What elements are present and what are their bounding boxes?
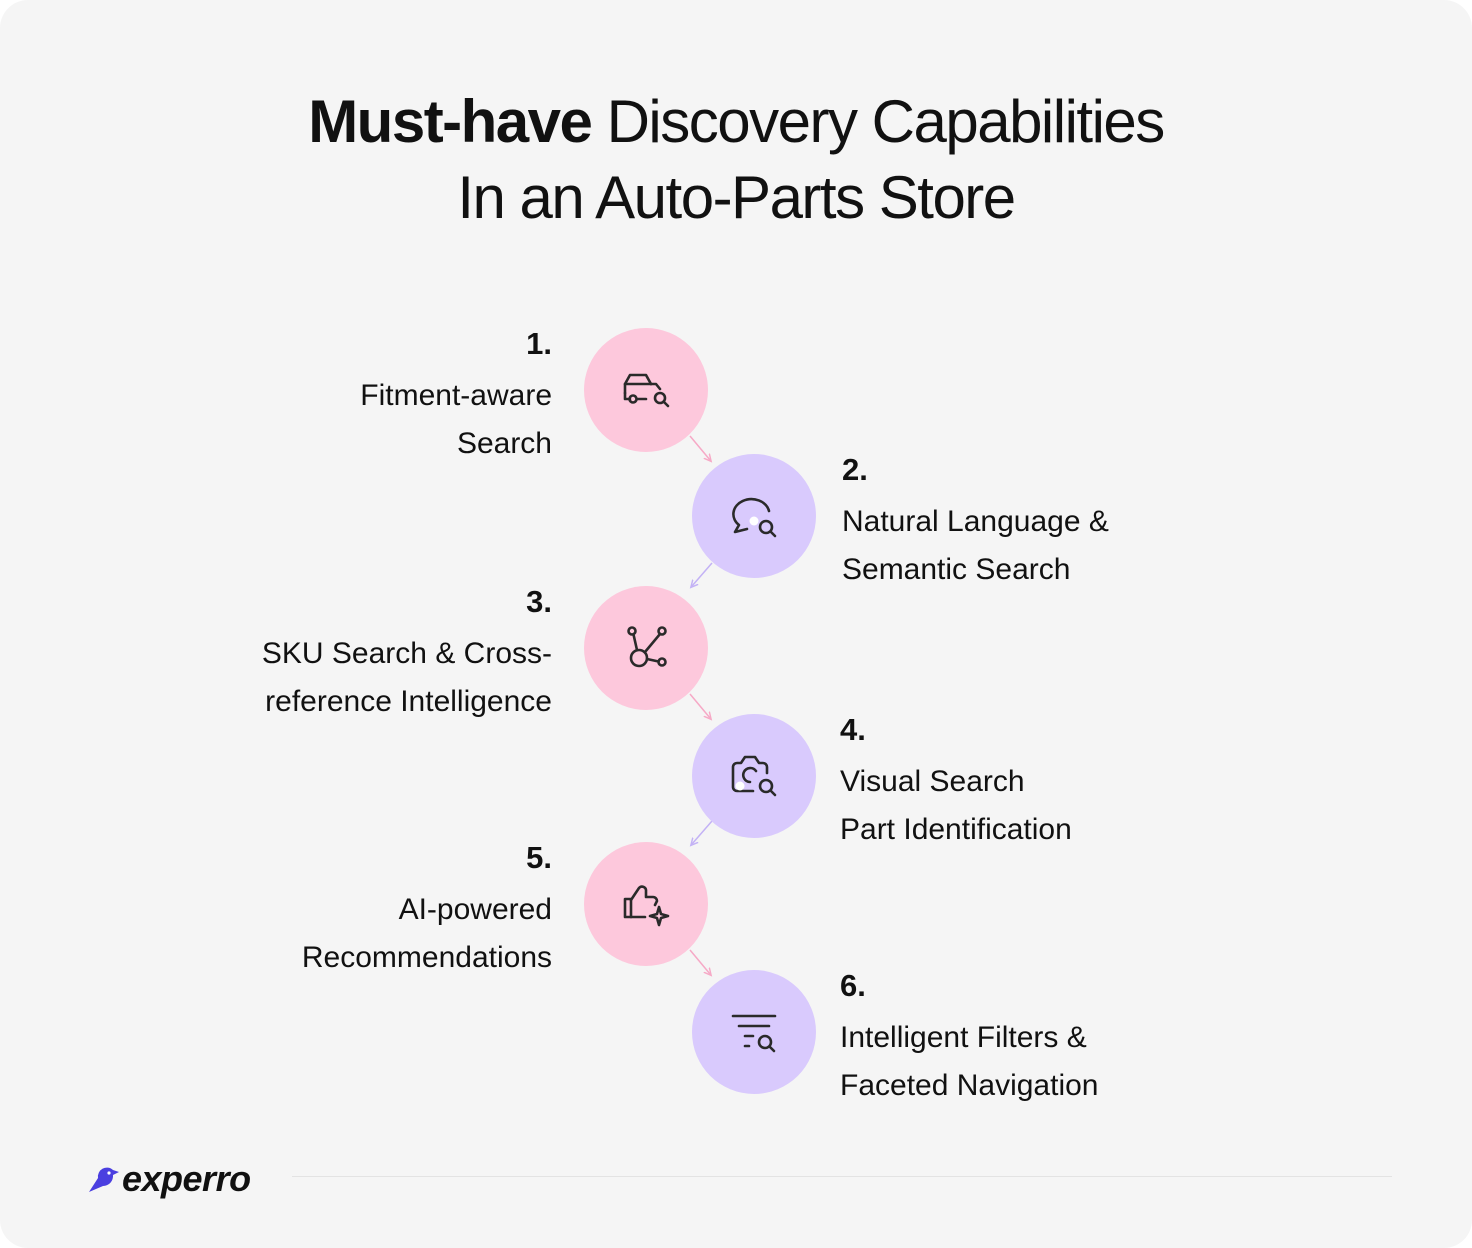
step-label: Intelligent Filters &Faceted Navigation [840,1021,1099,1102]
filter-search-icon [731,1014,777,1053]
title-line-1: Must-have Discovery Capabilities [0,84,1472,160]
brand-logo: experro [86,1154,276,1204]
step-number: 4. [840,712,866,747]
arrow-1-to-2 [689,435,710,460]
step-4-circle [692,714,816,838]
step-number: 3. [526,584,552,619]
step-3: 3. SKU Search & Cross-reference Intellig… [112,584,552,726]
thumbs-up-sparkle-icon [623,885,670,927]
footer-divider [292,1176,1392,1177]
car-search-icon [623,373,670,408]
step-5-circle [584,842,708,966]
step-number: 2. [842,452,868,487]
camera-search-icon [731,755,777,797]
title-bold-part: Must-have [308,88,593,155]
page-title: Must-have Discovery Capabilities In an A… [0,84,1472,236]
step-number: 1. [526,326,552,361]
title-regular-part: Discovery Capabilities [591,88,1166,155]
step-6-circle [692,970,816,1094]
step-3-circle [584,586,708,710]
step-1-circle [584,328,708,452]
arrow-4-to-5 [692,820,713,844]
brand-name: experro [122,1158,251,1199]
network-nodes-icon [627,626,667,668]
title-line-2: In an Auto-Parts Store [457,164,1016,231]
arrow-2-to-3 [692,562,713,586]
bird-icon [89,1167,119,1192]
step-6: 6. Intelligent Filters &Faceted Navigati… [840,968,1280,1110]
step-number: 5. [526,840,552,875]
arrow-5-to-6 [689,949,710,974]
step-2-circle [692,454,816,578]
arrow-3-to-4 [689,693,710,718]
chat-search-icon [732,497,777,538]
step-label: Natural Language &Semantic Search [842,505,1109,586]
step-2: 2. Natural Language &Semantic Search [842,452,1282,594]
step-label: SKU Search & Cross-reference Intelligenc… [261,637,552,718]
step-number: 6. [840,968,866,1003]
